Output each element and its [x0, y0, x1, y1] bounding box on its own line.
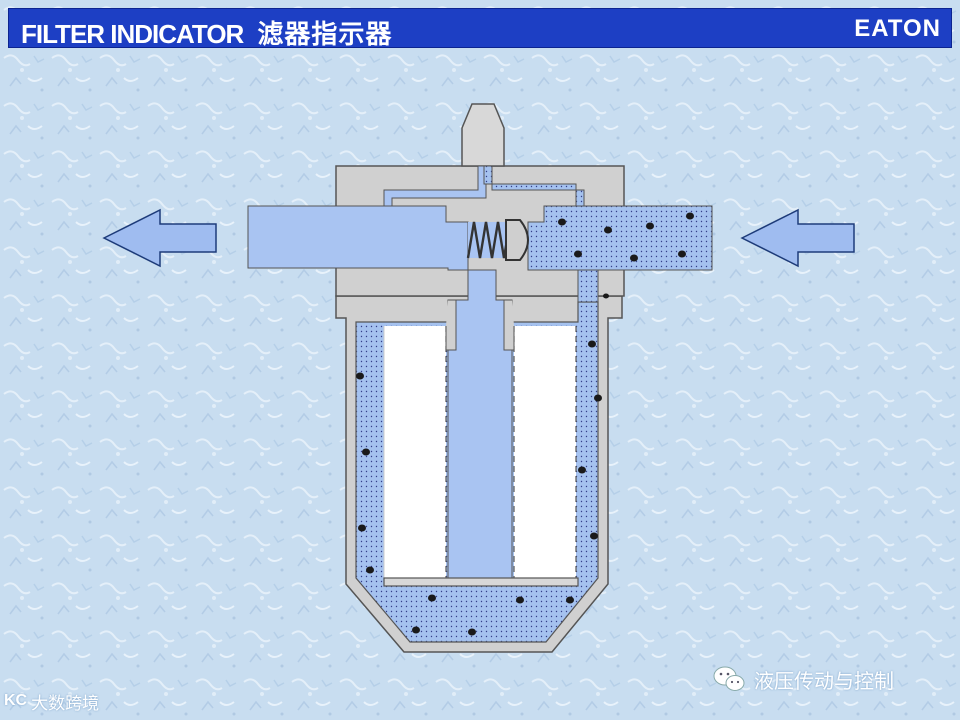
title-english: FILTER INDICATOR — [21, 19, 244, 49]
kc-logo-icon: KC — [4, 692, 28, 709]
filter-element-right — [514, 326, 576, 578]
indicator-cap — [461, 103, 505, 167]
channel-watermark: 液压传动与控制 — [712, 664, 894, 694]
filter-end-plate — [383, 577, 579, 587]
inflow-arrow-icon — [740, 208, 855, 268]
page-title: FILTER INDICATOR 滤器指示器 — [21, 14, 392, 51]
outflow-arrow-icon — [102, 208, 217, 268]
contaminant-particles — [356, 212, 694, 636]
wechat-icon — [713, 666, 745, 691]
pilot-passage-right — [483, 165, 585, 207]
inlet-passage — [527, 205, 713, 303]
spring-icon — [466, 221, 512, 259]
eaton-logo: EATON — [854, 15, 941, 42]
center-tube — [447, 269, 513, 579]
title-bar: FILTER INDICATOR 滤器指示器 EATON — [8, 8, 952, 51]
outlet-passage — [247, 205, 469, 271]
filter-element-left — [384, 326, 446, 578]
channel-name: 液压传动与控制 — [754, 668, 894, 693]
title-chinese: 滤器指示器 — [257, 20, 393, 50]
indicator-piston — [505, 219, 529, 261]
source-watermark: KC 大数跨境 — [4, 688, 99, 714]
source-name: 大数跨境 — [31, 693, 100, 714]
